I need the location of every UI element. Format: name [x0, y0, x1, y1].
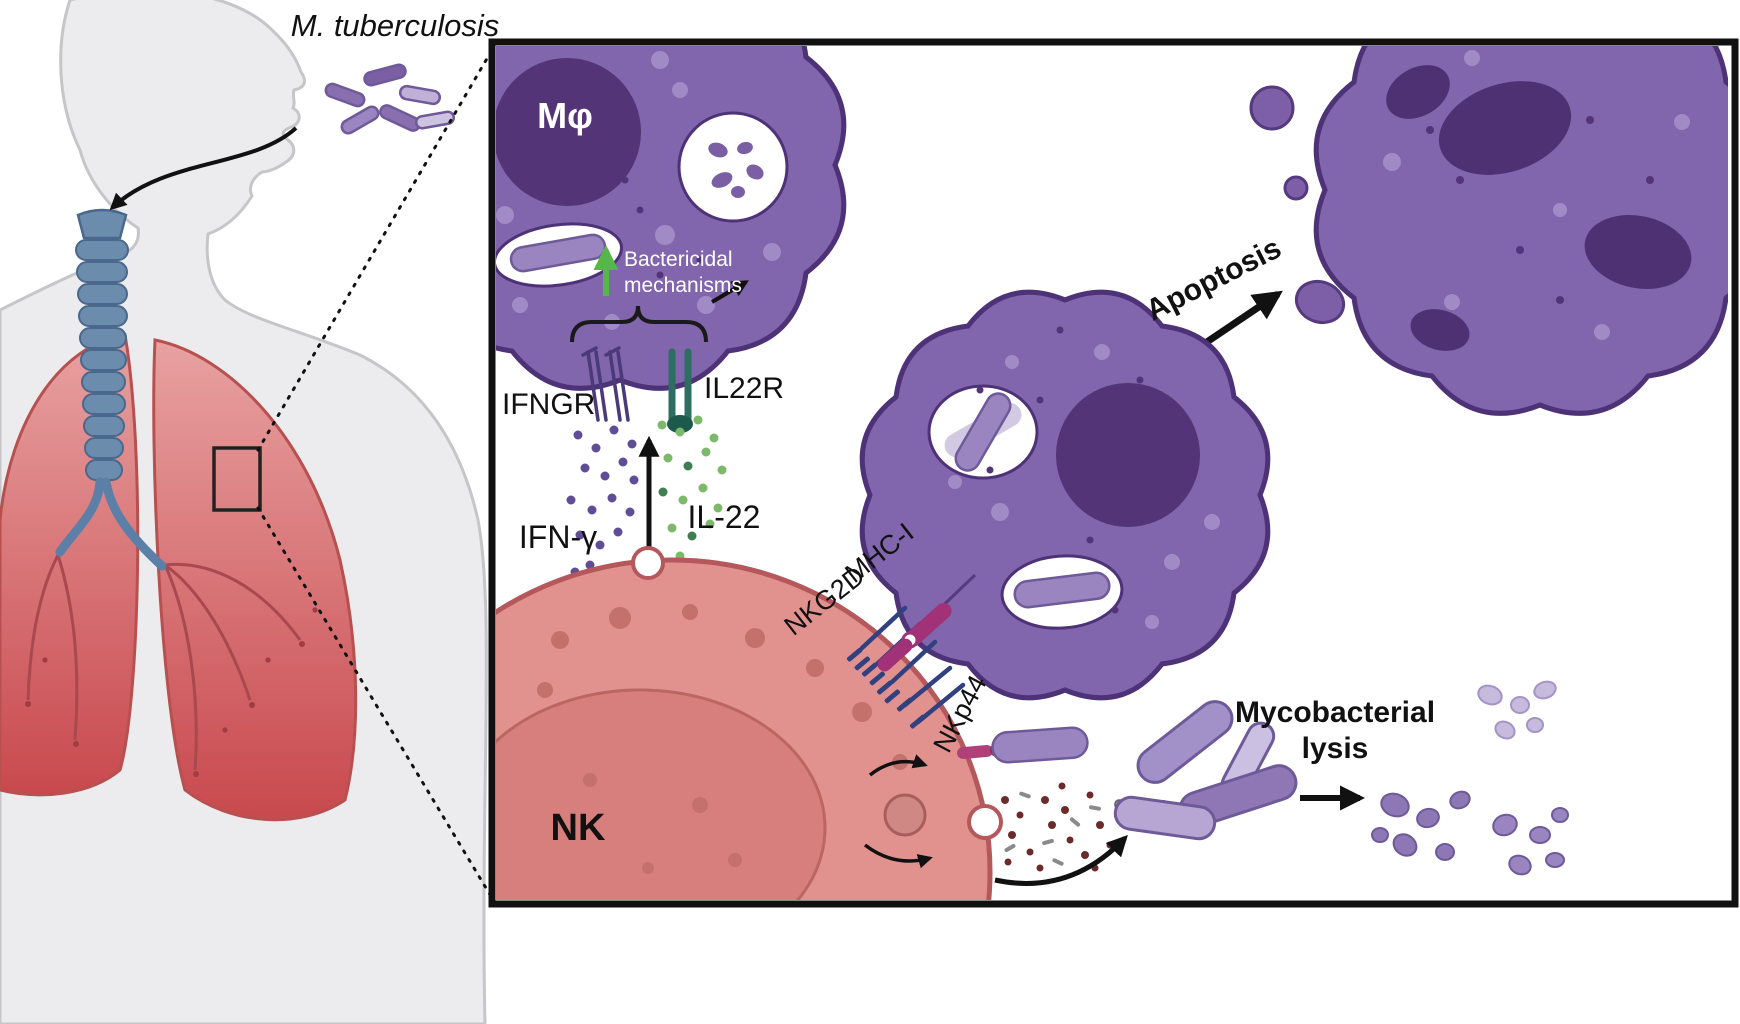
phagosome-vacuole — [677, 111, 789, 223]
lysis-fragments-light — [1477, 680, 1557, 740]
nk-nucleus — [496, 688, 827, 900]
bactericidal-pointer-arrow — [710, 280, 749, 304]
intracellular-bacterium — [509, 233, 607, 273]
vacuole1-bacterium — [954, 392, 1012, 472]
nk-side-secretion-notch — [967, 804, 1003, 840]
label-myco-2: lysis — [1302, 732, 1369, 765]
bronchial-tree — [26, 554, 302, 771]
nk-top-secretion-notch — [631, 546, 665, 580]
mhc1-molecule — [877, 573, 977, 672]
label-myco-1: Mycobacterial — [1235, 696, 1435, 729]
macrophage-cell-1 — [496, 46, 847, 391]
inhalation-arrow — [109, 126, 298, 211]
phagosome-fragments — [708, 141, 764, 198]
macrophage1-nucleus — [496, 58, 641, 206]
nk-granule-spots — [537, 604, 908, 874]
label-il-22: IL-22 — [688, 499, 761, 535]
lytic-granule — [883, 793, 927, 837]
granule-arrow-2 — [863, 843, 933, 869]
label-ifn-gamma: IFN-γ — [519, 519, 597, 555]
granule-arrow-1 — [868, 754, 928, 777]
apoptotic-organelles — [1383, 50, 1690, 340]
il22r-receptor — [667, 348, 693, 433]
macrophage1-speckles — [576, 176, 704, 279]
receptor-bracket — [570, 305, 708, 343]
ifn-gamma-dots — [566, 425, 639, 577]
label-macrophage: Mφ — [537, 95, 593, 136]
title-m-tuberculosis: M. tuberculosis — [291, 8, 499, 43]
nkp44-receptor — [896, 665, 966, 729]
apoptotic-dark-patches — [1386, 65, 1692, 351]
bound-bacterium — [991, 726, 1089, 764]
inhaled-bacteria — [324, 63, 456, 135]
ifngr-receptor — [581, 346, 630, 422]
label-il22r: IL22R — [704, 372, 784, 405]
right-lung — [152, 338, 358, 822]
macrophage2-organelles — [948, 344, 1220, 629]
granule-contents-dots — [1001, 782, 1114, 872]
zoom-connector-lines — [256, 48, 494, 900]
apoptotic-speckles — [1426, 116, 1654, 304]
macrophage2-speckles — [976, 326, 1184, 614]
alveoli-dots — [25, 607, 318, 777]
human-figure — [0, 0, 488, 1024]
zoom-box — [212, 446, 262, 512]
apoptotic-cell — [1249, 46, 1728, 416]
granule-stream-arrow — [994, 834, 1128, 886]
macrophage-cell-2 — [859, 289, 1271, 701]
mycobacteria-rods — [1113, 700, 1298, 841]
trachea — [55, 208, 167, 571]
il22-dots — [657, 415, 727, 561]
lysis-fragments-mid — [1492, 807, 1569, 876]
vacuole2-bacterium — [1013, 571, 1111, 609]
label-bactericidal-1: Bactericidal — [624, 248, 733, 271]
label-bactericidal-2: mechanisms — [624, 274, 742, 297]
macrophage1-organelles — [496, 51, 781, 330]
label-nk: NK — [551, 807, 606, 849]
lysis-fragments-dark — [1371, 790, 1471, 861]
macrophage2-nucleus — [1056, 383, 1200, 527]
nk-bacterium-receptor — [957, 726, 1089, 764]
label-ifngr: IFNGR — [502, 388, 595, 421]
